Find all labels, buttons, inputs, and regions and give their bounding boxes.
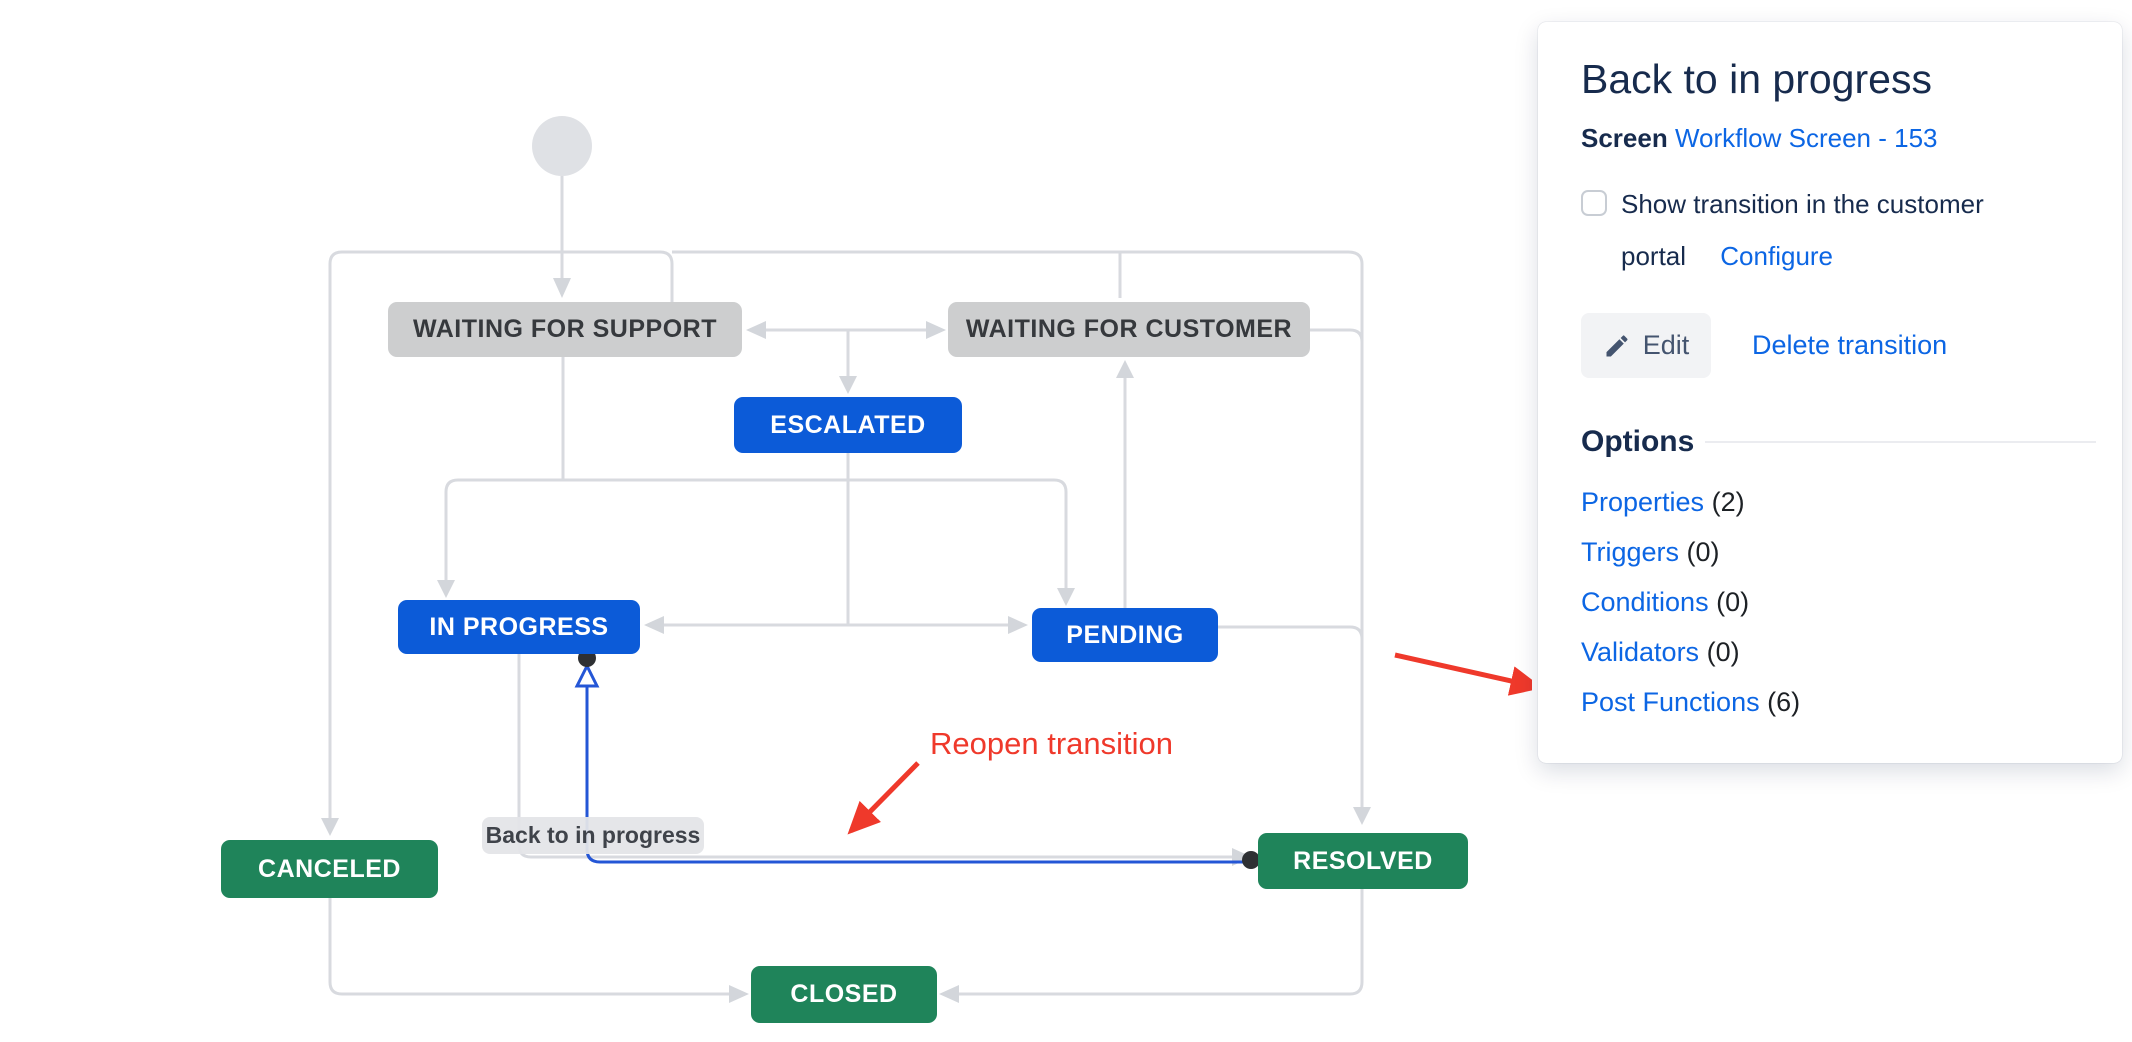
- option-row-triggers: Triggers (0): [1581, 527, 2096, 577]
- arrowhead: [1353, 807, 1371, 825]
- options-heading: Options: [1581, 425, 1695, 459]
- show-transition-checkbox[interactable]: [1581, 190, 1607, 217]
- selected-transition-arrowhead: [574, 662, 600, 688]
- annotation-arrow-to-post-functions: [1394, 652, 1532, 696]
- post-functions-link[interactable]: Post Functions: [1581, 687, 1760, 718]
- properties-link[interactable]: Properties: [1581, 487, 1705, 518]
- transition-cancel-left[interactable]: [328, 250, 674, 826]
- arrowhead: [1008, 616, 1028, 634]
- annotation-arrows: [847, 652, 1532, 835]
- transition-fork[interactable]: [444, 478, 1068, 596]
- screen-row: Screen Workflow Screen - 153: [1581, 123, 2096, 154]
- validators-link[interactable]: Validators: [1581, 637, 1700, 668]
- option-row-conditions: Conditions (0): [1581, 577, 2096, 627]
- configure-link[interactable]: Configure: [1720, 241, 1834, 272]
- status-resolved[interactable]: RESOLVED: [1258, 833, 1468, 889]
- option-row-properties: Properties (2): [1581, 477, 2096, 527]
- delete-transition-link[interactable]: Delete transition: [1752, 330, 1948, 361]
- transition-top-right[interactable]: [672, 250, 1364, 812]
- arrowheads: [321, 278, 1371, 1003]
- post-functions-count: (6): [1767, 687, 1801, 718]
- arrowhead: [1116, 360, 1134, 378]
- workflow-diagram: WAITING FOR SUPPORT WAITING FOR CUSTOMER…: [221, 116, 1532, 1023]
- status-waiting-for-customer[interactable]: WAITING FOR CUSTOMER: [948, 302, 1310, 357]
- arrowhead: [1057, 588, 1075, 606]
- checkbox-label: Show transition in the customer portal C…: [1621, 178, 1984, 282]
- annotation-arrow-to-transition: [847, 761, 920, 835]
- transition-pending-right[interactable]: [1218, 625, 1364, 640]
- conditions-count: (0): [1716, 587, 1750, 618]
- transition-resolved-closed[interactable]: [959, 889, 1364, 996]
- triggers-link[interactable]: Triggers: [1581, 537, 1680, 568]
- arrowhead: [729, 985, 749, 1003]
- options-heading-row: Options: [1581, 425, 2096, 459]
- arrowhead: [926, 321, 946, 339]
- pencil-icon: [1603, 332, 1631, 360]
- panel-title: Back to in progress: [1581, 56, 1932, 102]
- transition-endpoint-dot[interactable]: [1242, 851, 1260, 869]
- status-pending[interactable]: PENDING: [1032, 608, 1218, 662]
- validators-count: (0): [1706, 637, 1740, 668]
- portal-row: Show transition in the customer portal C…: [1581, 178, 2096, 282]
- edit-button[interactable]: Edit: [1581, 313, 1711, 379]
- arrowhead: [321, 818, 339, 836]
- edit-button-label: Edit: [1642, 330, 1690, 361]
- transition-canceled-closed[interactable]: [328, 898, 729, 996]
- arrowhead: [746, 321, 766, 339]
- transition-lines[interactable]: [328, 176, 1364, 996]
- workflow-screen-link[interactable]: Workflow Screen - 153: [1674, 123, 1938, 154]
- actions-row: Edit Delete transition: [1581, 313, 2096, 379]
- option-row-validators: Validators (0): [1581, 627, 2096, 677]
- status-closed[interactable]: CLOSED: [751, 966, 937, 1023]
- start-node[interactable]: [532, 116, 592, 176]
- arrowhead: [839, 376, 857, 394]
- annotation-text: Reopen transition: [930, 726, 1173, 761]
- transition-name-label[interactable]: Back to in progress: [482, 817, 704, 854]
- arrowhead: [437, 580, 455, 598]
- option-row-post-functions: Post Functions (6): [1581, 677, 2096, 727]
- properties-count: (2): [1711, 487, 1745, 518]
- status-in-progress[interactable]: IN PROGRESS: [398, 600, 640, 654]
- status-escalated[interactable]: ESCALATED: [734, 397, 962, 453]
- arrowhead: [939, 985, 959, 1003]
- arrowhead: [553, 278, 571, 298]
- screen-label: Screen: [1581, 123, 1668, 154]
- options-divider: [1705, 441, 2096, 444]
- status-canceled[interactable]: CANCELED: [221, 840, 438, 898]
- transition-details-panel: Back to in progress Screen Workflow Scre…: [1538, 22, 2122, 763]
- triggers-count: (0): [1686, 537, 1720, 568]
- conditions-link[interactable]: Conditions: [1581, 587, 1709, 618]
- arrowhead: [644, 616, 664, 634]
- checkbox-label-line1: Show transition in the customer: [1621, 189, 1984, 220]
- options-list: Properties (2) Triggers (0) Conditions (…: [1581, 477, 2096, 727]
- status-waiting-for-support[interactable]: WAITING FOR SUPPORT: [388, 302, 742, 357]
- transition-wfc-right[interactable]: [1310, 328, 1364, 343]
- checkbox-label-line2: portal: [1621, 241, 1687, 272]
